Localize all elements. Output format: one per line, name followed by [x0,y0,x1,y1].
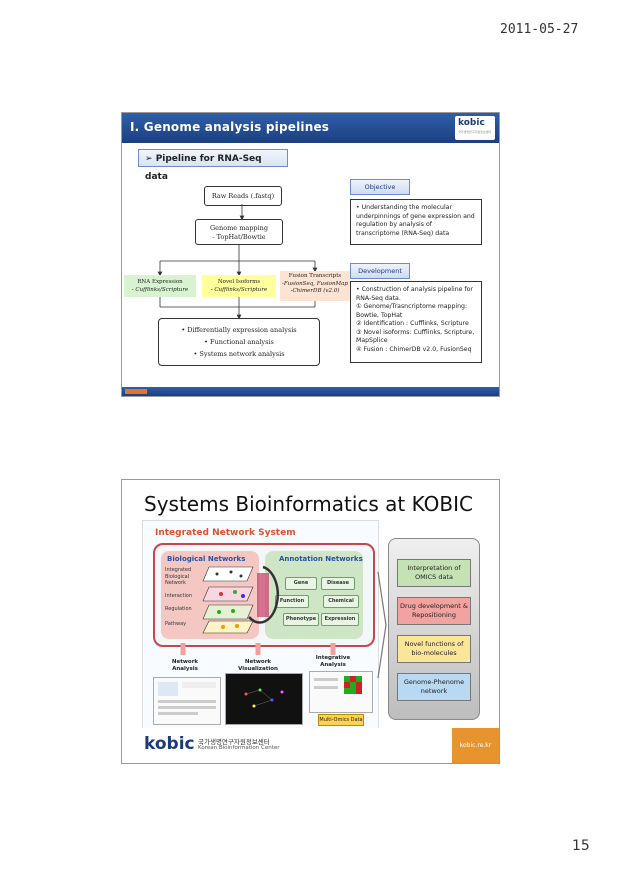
slide-title: Systems Bioinformatics at KOBIC [144,492,473,516]
flow-connectors [157,204,318,320]
slide-genome-pipelines: I. Genome analysis pipelines kobic 국가생명연… [121,112,500,397]
slide-footer-bar [122,387,499,396]
rna-expression-title: RNA Expression [137,279,183,285]
rna-expression-box: RNA Expression - Cufflinks/Scripture [124,275,196,297]
genome-mapping-box: Genome mapping - TopHat/Bowtie [195,219,283,245]
fusion-tools-2: -ChimerDB (v2.0) [290,288,340,294]
biological-networks-title: Biological Networks [167,555,246,563]
bio-label: Regulation [165,606,192,612]
analysis-item: • Differentially expression analysis [181,326,297,334]
annotation-networks-title: Annotation Networks [279,555,363,563]
analysis-screenshot-thumbnail [153,677,221,725]
novel-isoforms-title: Novel Isoforms [217,279,261,285]
heatmap-thumbnail-icon [314,676,362,694]
footer-url: kobic.re.kr [452,728,499,763]
pipeline-label-text: Pipeline for RNA-Seq data [145,154,262,182]
bracket-arrow-icon [377,571,387,679]
slide-title: I. Genome analysis pipelines [130,120,330,134]
application-item: Drug development & Repositioning [397,597,471,625]
footer-center-name: Korean Bioinformation Center [198,745,280,751]
integrated-network-panel: Integrated Network System Biological Net… [142,520,379,734]
chip-function: Function [275,595,309,608]
kobic-logo: kobic 국가생명연구자원정보센터 [455,116,495,140]
biological-networks-panel: Biological Networks Integrated Biologica… [161,551,259,639]
annotation-networks-panel: Annotation Networks Gene Disease Functio… [265,551,363,639]
development-box: • Construction of analysis pipeline for … [350,281,482,363]
development-item: ③ Novel isoforms: Cufflinks, Scripture, … [356,328,475,345]
table-thumbnail-icon [158,682,216,715]
objective-label: Objective [350,179,410,195]
footer-logo-mark [125,389,147,394]
genome-mapping-title: Genome mapping [209,224,268,232]
fusion-transcripts-box: Fusion Transcripts -FusionSeq, FusionMap… [280,271,350,301]
chip-expression: Expression [321,613,359,626]
chip-gene: Gene [285,577,317,590]
network-layers-icon [202,566,254,634]
development-item: ① Genome/Trasncriptome mapping: Bowtie, … [356,303,468,319]
genome-mapping-tools: - TopHat/Bowtie [212,233,266,241]
integrative-screenshot-thumbnail [309,671,373,713]
chip-disease: Disease [321,577,355,590]
network-frame: Biological Networks Integrated Biologica… [153,543,375,647]
panel-title: Integrated Network System [155,528,296,538]
objective-text: • Understanding the molecular underpinni… [350,199,482,245]
chip-chemical: Chemical [323,595,359,608]
analysis-item: • Functional analysis [204,338,274,346]
development-item: ④ Fusion : ChimerDB v2.0, FusionSeq [356,345,472,353]
page-date: 2011-05-27 [500,22,579,37]
application-item: Novel functions of bio-molecules [397,635,471,663]
output-arrows [180,643,336,655]
chip-phenotype: Phenotype [283,613,319,626]
fusion-tools-1: -FusionSeq, FusionMap [282,280,348,287]
novel-isoforms-box: Novel Isoforms - Cufflinks/Scripture [202,275,276,297]
bio-label: Pathway [165,621,187,627]
integration-cycle-icon [248,565,279,624]
analysis-box: • Differentially expression analysis • F… [158,318,320,366]
logo-subtitle: 국가생명연구자원정보센터 [458,130,492,134]
development-label: Development [350,263,410,279]
arrow-bullet-icon: ➢ [145,154,156,164]
slide-footer [122,728,499,763]
network-graph-thumbnail-icon [244,688,284,708]
development-item: ② Identification : Cufflinks, Scripture [356,320,469,327]
bio-label: Integrated Biological Network [165,567,192,586]
multi-omics-label: Multi-Omics Data [318,714,364,726]
bio-label: Interaction [165,593,193,599]
footer-korean-name: 국가생명연구자원정보센터 [198,738,270,746]
analysis-item: • Systems network analysis [193,350,285,358]
raw-reads-box: Raw Reads (.fastq) [204,186,282,206]
applications-panel: Interpretation of OMICS data Drug develo… [388,538,480,720]
fusion-title: Fusion Transcripts [288,273,342,279]
rna-expression-tools: - Cufflinks/Scripture [131,287,189,293]
page-number: 15 [572,838,590,854]
application-item: Interpretation of OMICS data [397,559,471,587]
pipeline-label: ➢ Pipeline for RNA-Seq data [138,149,288,182]
caption-integrative-analysis: Integrative Analysis [315,655,351,668]
application-item: Genome-Phenome network [397,673,471,701]
caption-network-analysis: Network Analysis [171,659,199,672]
slide-systems-bioinformatics: Systems Bioinformatics at KOBIC Integrat… [121,479,500,764]
kobic-logo: kobic [144,734,195,754]
novel-isoforms-tools: - Cufflinks/Scripture [210,287,268,293]
logo-text: kobic [458,118,485,128]
slide-title-bar: I. Genome analysis pipelines kobic 국가생명연… [122,113,499,143]
caption-network-visualization: Network Visualization [238,659,278,672]
visualization-screenshot-thumbnail [225,673,303,725]
development-intro: • Construction of analysis pipeline for … [356,286,473,302]
